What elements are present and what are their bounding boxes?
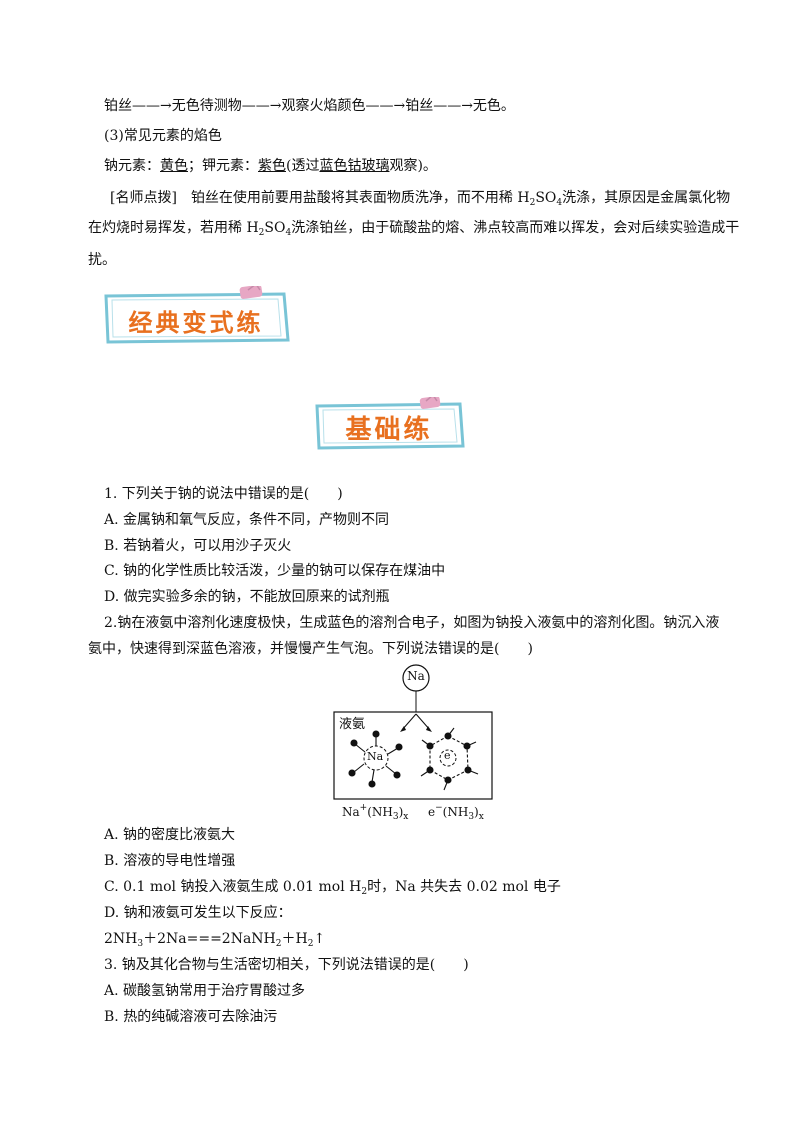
tip-text: 洗涤铂丝，由于硫酸盐的熔、沸点较高而难以挥发，会对后续实验造成干 xyxy=(291,220,740,236)
sub: 2 xyxy=(529,198,536,208)
flow-text: 铂丝——→无色待测物——→观察火焰颜色——→铂丝——→无色。 xyxy=(104,98,515,114)
note-close: 观察)。 xyxy=(389,158,437,174)
sub: 2 xyxy=(307,939,314,949)
eq-part: ＋2Na===2NaNH xyxy=(143,931,276,947)
sub: 3 xyxy=(392,812,399,822)
eq-part: ＋H xyxy=(281,931,308,947)
k-color: 紫色 xyxy=(258,158,286,174)
eq-part: ↑ xyxy=(313,931,326,947)
caption-text: e xyxy=(428,805,436,819)
formula-part: SO xyxy=(535,190,557,206)
tip-label: [名师点拨] xyxy=(110,190,177,206)
caption-na-solvated: Na+(NH3)x xyxy=(342,803,408,822)
tip-text: 在灼烧时易挥发，若用稀 H xyxy=(88,220,259,236)
sub: 2 xyxy=(361,887,368,897)
caption-text: ) xyxy=(398,805,404,819)
note-open: (透过 xyxy=(286,158,320,174)
caption-text: ) xyxy=(474,805,479,819)
banner-classic-title: 经典变式练 xyxy=(128,309,264,337)
electron-label: e xyxy=(444,749,451,762)
q2-stem-1: 2.钠在液氨中溶剂化速度极快，生成蓝色的溶剂合电子，如图为钠投入液氨中的溶剂化图… xyxy=(104,615,720,631)
banner-basic-frame xyxy=(315,397,465,450)
tip-line-2: 在灼烧时易挥发，若用稀 H2SO4洗涤铂丝，由于硫酸盐的熔、沸点较高而难以挥发，… xyxy=(88,218,739,243)
banner-basic: 基础练 xyxy=(312,397,466,453)
caption-e-solvated: e−(NH3)x xyxy=(428,803,484,822)
option-text: C. 0.1 mol 钠投入液氨生成 0.01 mol H xyxy=(104,879,362,895)
sub: 4 xyxy=(556,198,563,208)
na-atom-label: Na xyxy=(407,669,425,683)
q2-stem-2: 氨中，快速得到深蓝色溶液，并慢慢产生气泡。下列说法错误的是( ) xyxy=(88,641,533,657)
tip-line-3: 扰。 xyxy=(88,252,116,268)
sub: 4 xyxy=(285,228,292,238)
sub: 3 xyxy=(468,812,475,822)
q2-option-c: C. 0.1 mol 钠投入液氨生成 0.01 mol H2时，Na 共失去 0… xyxy=(104,877,561,902)
sub: 2 xyxy=(275,939,282,949)
caption-text: (NH xyxy=(442,805,469,819)
na-ion-label: Na xyxy=(367,750,384,763)
q3-option-a: A. 碳酸氢钠常用于治疗胃酸过多 xyxy=(104,983,306,999)
q1-option-a: A. 金属钠和氧气反应，条件不同，产物则不同 xyxy=(104,512,390,528)
sub: x xyxy=(478,812,484,822)
sub: 2 xyxy=(258,228,265,238)
tip-text: 洗涤，其原因是金属氯化物 xyxy=(562,190,731,206)
q3-stem: 3. 钠及其化合物与生活密切相关，下列说法错误的是( ) xyxy=(104,957,469,973)
sup: − xyxy=(435,803,443,813)
liquid-ammonia-label: 液氨 xyxy=(339,717,366,732)
diagram-drawing xyxy=(333,664,493,800)
q3-option-b: B. 热的纯碱溶液可去除油污 xyxy=(104,1009,278,1025)
solvation-diagram: Na 液氨 Na e Na+(NH3)x e−(NH3)x xyxy=(330,664,496,824)
q2-option-d: D. 钠和液氨可发生以下反应： xyxy=(104,905,292,921)
q2-option-a: A. 钠的密度比液氨大 xyxy=(104,827,236,843)
flame-heading: (3)常见元素的焰色 xyxy=(104,128,222,144)
caption-text: (NH xyxy=(367,805,393,819)
formula-part: SO xyxy=(264,220,286,236)
q2-equation: 2NH3＋2Na===2NaNH2＋H2↑ xyxy=(104,929,325,954)
caption-text: Na xyxy=(342,805,360,819)
sup: + xyxy=(359,803,368,813)
na-color: 黄色 xyxy=(160,158,188,174)
q1-stem: 1. 下列关于钠的说法中错误的是( ) xyxy=(104,486,343,502)
sub: 3 xyxy=(137,939,144,949)
q1-option-c: C. 钠的化学性质比较活泼，少量的钠可以保存在煤油中 xyxy=(104,563,446,579)
tip-line-1: [名师点拨] 铂丝在使用前要用盐酸将其表面物质洗净，而不用稀 H2SO4洗涤，其… xyxy=(110,188,730,213)
tip-text: 铂丝在使用前要用盐酸将其表面物质洗净，而不用稀 H xyxy=(190,190,530,206)
q1-option-d: D. 做完实验多余的钠，不能放回原来的试剂瓶 xyxy=(104,589,390,605)
eq-part: 2NH xyxy=(104,931,138,947)
option-text: 时，Na 共失去 0.02 mol 电子 xyxy=(367,879,561,895)
banner-classic: 经典变式练 xyxy=(100,286,292,348)
banner-basic-title: 基础练 xyxy=(345,415,433,445)
na-prefix: 钠元素： xyxy=(104,158,160,174)
sub: x xyxy=(403,812,409,822)
q1-option-b: B. 若钠着火，可以用沙子灭火 xyxy=(104,538,292,554)
cobalt-glass: 蓝色钴玻璃 xyxy=(319,158,390,174)
banner-classic-frame xyxy=(104,286,290,344)
flame-colors: 钠元素：黄色；钾元素：紫色(透过蓝色钴玻璃观察)。 xyxy=(104,156,437,176)
k-prefix: ；钾元素： xyxy=(188,158,258,174)
q2-option-b: B. 溶液的导电性增强 xyxy=(104,853,236,869)
